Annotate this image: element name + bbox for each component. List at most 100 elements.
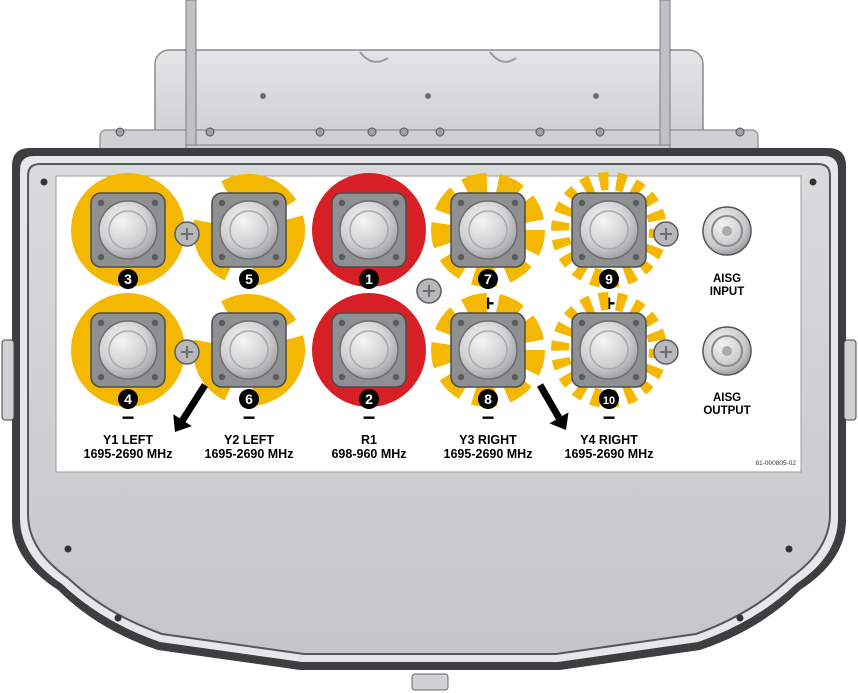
connector-body: [579, 320, 639, 380]
ground-bolt-slot: [423, 285, 435, 297]
group-name-r1: R1: [361, 433, 377, 447]
port-7[interactable]: 7+: [431, 173, 545, 316]
flange-screw: [511, 199, 519, 207]
connector-inner-ring: [589, 210, 629, 250]
port-1[interactable]: 1+: [312, 173, 426, 316]
flange-screw: [97, 253, 105, 261]
cap-screw: [425, 93, 431, 99]
flange-screw: [218, 253, 226, 261]
port-3[interactable]: 3+: [71, 173, 185, 316]
port-2[interactable]: 2−: [312, 293, 426, 430]
connector-body: [339, 200, 399, 260]
flange-screw: [218, 199, 226, 207]
aisg-pin: [722, 346, 732, 356]
part-number: 61-000805-02: [756, 460, 797, 467]
connector-inner-ring: [349, 210, 389, 250]
screw: [64, 545, 72, 553]
ground-bolt-slot: [660, 346, 672, 358]
aisg-labels: AISG INPUT AISG OUTPUT: [703, 273, 750, 417]
flange-screw: [578, 319, 586, 327]
side-tab-left: [1, 339, 15, 421]
connector-inner-ring: [108, 330, 148, 370]
ground-bolt-slot: [660, 228, 672, 240]
flange-screw: [392, 199, 400, 207]
aisg-output-label-line2: OUTPUT: [703, 405, 750, 417]
connector-inner-ring: [349, 330, 389, 370]
minus-sign: −: [603, 405, 616, 430]
connector-body: [219, 320, 279, 380]
connector-body: [219, 200, 279, 260]
flange-screw: [392, 253, 400, 261]
connector-body: [339, 320, 399, 380]
flange-screw: [151, 253, 159, 261]
aisg-pin: [722, 226, 732, 236]
top-bolt: [735, 127, 745, 137]
port-6[interactable]: 6−: [186, 287, 312, 430]
side-tab-right: [843, 339, 857, 421]
connector-inner-ring: [229, 330, 269, 370]
arrow-left-shaft: [179, 383, 208, 423]
flange-screw: [511, 253, 519, 261]
port-number-badge: [239, 269, 259, 289]
flange-screw: [151, 373, 159, 381]
aisg-output-connector[interactable]: [702, 326, 752, 376]
connector-body: [98, 320, 158, 380]
port-number: 5: [245, 271, 253, 287]
connector-inner-ring: [468, 210, 508, 250]
port-number: 8: [484, 391, 492, 407]
connector-inner-ring: [229, 210, 269, 250]
port-number: 3: [124, 271, 132, 287]
group-band-y1: 1695-2690 MHz: [84, 447, 173, 461]
aisg-input-label-line2: INPUT: [710, 286, 745, 298]
group-band-y4: 1695-2690 MHz: [565, 447, 654, 461]
port-number-badge: [359, 389, 379, 409]
flange-screw: [97, 199, 105, 207]
port-number: 10: [603, 395, 615, 407]
screw: [785, 545, 793, 553]
arrow-right-shaft: [536, 383, 563, 420]
aisg-input-connector[interactable]: [702, 206, 752, 256]
port-number: 4: [124, 391, 132, 407]
group-name-y1: Y1 LEFT: [103, 433, 153, 447]
cap-screw: [593, 93, 599, 99]
connector-inner-ring: [589, 330, 629, 370]
port-number-badge: [478, 389, 498, 409]
flange-screw: [457, 319, 465, 327]
bottom-tab: [411, 673, 449, 691]
flange-screw: [338, 199, 346, 207]
group-name-y2: Y2 LEFT: [224, 433, 274, 447]
top-bolt: [399, 127, 409, 137]
port-number-badge: [599, 389, 619, 409]
top-bolt: [115, 127, 125, 137]
port-number: 2: [365, 391, 373, 407]
port-number-badge: [359, 269, 379, 289]
connector-body: [98, 200, 158, 260]
band-ring: [193, 173, 305, 286]
screw: [809, 178, 817, 186]
port-number: 1: [365, 271, 373, 287]
top-housing: [99, 0, 759, 161]
aisg-input-label-line1: AISG: [713, 273, 741, 285]
direction-arrows: [173, 383, 569, 432]
flange-screw: [578, 373, 586, 381]
flange-screw: [457, 373, 465, 381]
flange-screw: [632, 319, 640, 327]
flange-screw: [457, 199, 465, 207]
flange-screw: [578, 253, 586, 261]
flange-screw: [511, 373, 519, 381]
flange-screw: [511, 319, 519, 327]
aisg-connectors: [702, 206, 752, 376]
top-cap-ridges: [359, 51, 517, 63]
housing-screws: [40, 178, 817, 622]
flange-screw: [97, 319, 105, 327]
port-8[interactable]: 8−: [431, 293, 545, 430]
flange-screw: [97, 373, 105, 381]
ground-bolt-slot: [181, 346, 193, 358]
flange-screw: [632, 373, 640, 381]
port-4[interactable]: 4−: [71, 293, 185, 430]
cap-screw: [260, 93, 266, 99]
group-name-y4: Y4 RIGHT: [580, 433, 638, 447]
flange-screw: [392, 319, 400, 327]
top-bolt: [315, 127, 325, 137]
minus-sign: −: [122, 405, 135, 430]
